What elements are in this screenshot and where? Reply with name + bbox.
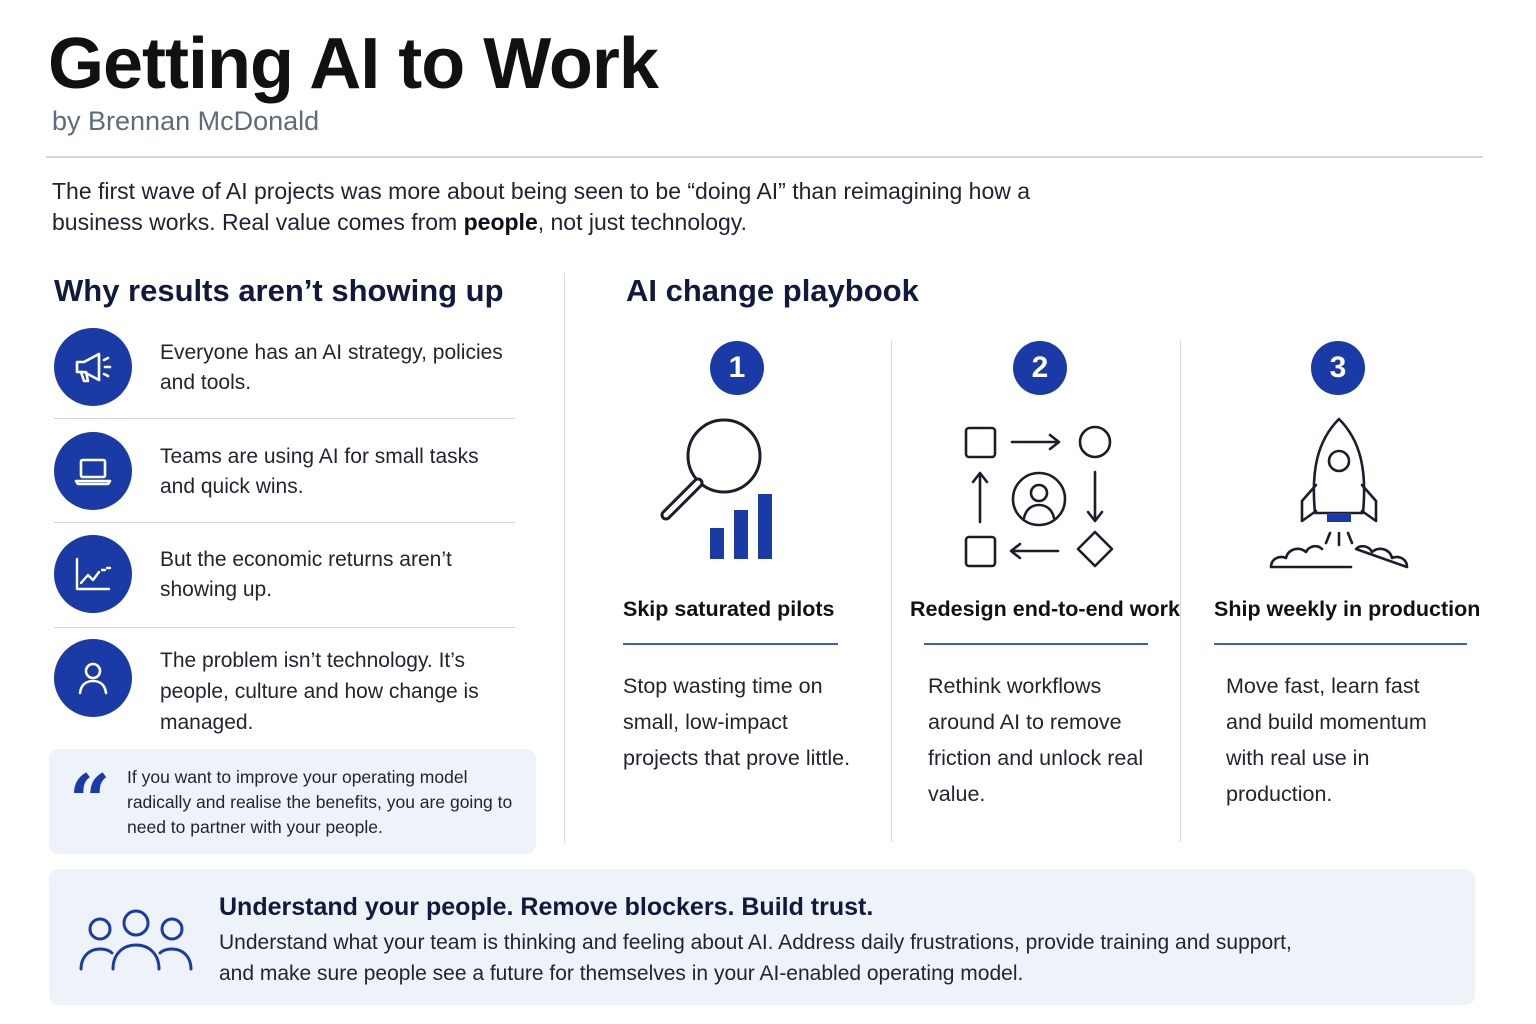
why-divider — [54, 522, 515, 523]
quote-mark-icon: “ — [69, 758, 111, 843]
step-number: 3 — [1311, 341, 1365, 395]
step-underline — [1214, 643, 1467, 645]
why-item-text: Everyone has an AI strategy, policies an… — [160, 341, 503, 394]
step-underline — [924, 643, 1148, 645]
quote-callout: “ If you want to improve your operating … — [49, 749, 536, 854]
trend-chart-icon — [54, 535, 132, 613]
why-heading: Why results aren’t showing up — [54, 273, 504, 308]
step-number: 2 — [1013, 341, 1067, 395]
step-title: Ship weekly in production — [1214, 597, 1481, 621]
workflow-cycle-icon — [964, 425, 1114, 568]
intro-text-before: The first wave of AI projects was more a… — [52, 178, 1031, 235]
intro-text-after: , not just technology. — [537, 209, 747, 235]
why-item-text: The problem isn’t technology. It’s peopl… — [160, 649, 479, 734]
banner-title: Understand your people. Remove blockers.… — [219, 893, 874, 921]
page-title: Getting AI to Work — [48, 24, 659, 104]
banner-text: Understand what your team is thinking an… — [219, 931, 1292, 985]
step-title: Redesign end-to-end work — [910, 597, 1180, 621]
intro-paragraph: The first wave of AI projects was more a… — [52, 176, 1052, 238]
header-divider — [46, 156, 1483, 158]
step-underline — [623, 643, 838, 645]
rocket-icon — [1269, 417, 1409, 569]
why-divider — [54, 627, 515, 628]
step-description: Rethink workflows around AI to remove fr… — [928, 674, 1144, 806]
step-title: Skip saturated pilots — [623, 597, 835, 621]
step-divider — [891, 340, 892, 842]
bottom-banner: Understand your people. Remove blockers.… — [49, 869, 1475, 1005]
laptop-icon — [54, 432, 132, 510]
column-divider — [564, 273, 565, 843]
step-description: Move fast, learn fast and build momentum… — [1226, 674, 1427, 806]
quote-text: If you want to improve your operating mo… — [127, 767, 513, 837]
people-group-icon — [79, 909, 193, 971]
byline: by Brennan McDonald — [52, 106, 320, 136]
person-icon — [54, 639, 132, 717]
magnifier-bar-chart-icon — [660, 418, 772, 559]
step-number: 1 — [710, 341, 764, 395]
why-item-text: Teams are using AI for small tasks and q… — [160, 445, 479, 498]
step-divider — [1180, 340, 1181, 842]
why-item-text: But the economic returns aren’t showing … — [160, 548, 452, 601]
intro-emphasis: people — [463, 209, 538, 235]
megaphone-icon — [54, 328, 132, 406]
step-description: Stop wasting time on small, low-impact p… — [623, 674, 851, 770]
playbook-heading: AI change playbook — [626, 273, 919, 308]
why-divider — [54, 418, 515, 419]
